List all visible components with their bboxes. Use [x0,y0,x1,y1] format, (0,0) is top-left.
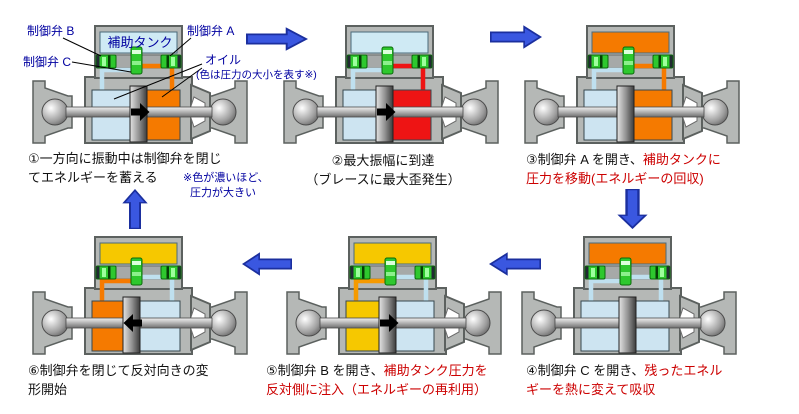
left-ball-joint [530,309,558,337]
oil-color-note-label: (色は圧力の大小を表す※) [196,69,317,81]
caption-step-6: ⑥制御弁を閉じて反対向きの変 形開始 [28,361,268,399]
machine-step-3 [524,24,740,146]
valve-c-label: 制御弁 C [23,55,72,69]
piston-motion-arrow-right [131,103,150,121]
piston-motion-arrow-right [377,103,396,121]
control-valve-a [652,54,674,69]
left-pipe [99,278,132,303]
control-valve-c [619,257,632,286]
left-ball-joint [41,98,69,126]
caption-step-4-black: ④制御弁 C を開き、 [526,363,645,378]
control-valve-c [622,46,635,75]
caption-step-2: ②最大振幅に到達 （ブレースに最大歪発生） [283,151,483,189]
piston-motion-arrow-right [380,314,399,332]
caption-step-5: ⑤制御弁 B を開き、補助タンク圧力を 反対側に注入（エネルギーの再利用） [266,361,516,399]
piston-group [375,85,396,143]
piston-group [378,296,399,354]
control-valve-c [381,46,394,75]
valve-b-label: 制御弁 B [27,24,75,38]
machine-step-2 [283,24,499,146]
right-ball-joint [698,309,726,337]
caption-step-3-black: ③制御弁 A を開き、 [526,152,643,167]
piston [616,85,635,143]
control-valve-c [130,257,143,286]
color-depth-note-line-2: 圧力が大きい [190,187,256,199]
left-ball-joint [292,98,320,126]
caption-step-5-red-1: 補助タンク圧力を [383,363,488,378]
control-valve-c [384,257,397,286]
control-valve-a [160,54,182,69]
caption-step-3-red-1: 補助タンクに [642,152,721,167]
control-valve-b [95,265,117,280]
left-ball-joint [533,98,561,126]
control-valve-a [414,265,436,280]
caption-step-4-red-2: ギーを熱に変えて吸収 [526,382,656,397]
piston [618,296,637,354]
right-ball-joint [209,309,237,337]
caption-step-3-red-2: 圧力を移動(エネルギーの回収) [526,171,704,186]
control-valve-b [587,54,609,69]
oil-label: オイル [205,53,242,67]
left-pipe [591,67,624,92]
caption-step-1: ①一方向に振動中は制御弁を閉じ てエネルギーを蓄える [28,149,260,187]
caption-step-4: ④制御弁 C を開き、残ったエネル ギーを熱に変えて吸収 [526,361,792,399]
caption-step-2-line-1: ②最大振幅に到達 [331,153,435,168]
valve-a-label: 制御弁 A [187,24,235,38]
control-valve-a [411,54,433,69]
control-valve-b [584,265,606,280]
control-valve-a [160,265,182,280]
flow-arrow-5-to-6 [242,252,292,276]
caption-step-6-line-2: 形開始 [28,382,68,397]
flow-arrow-2-to-3 [490,25,542,49]
caption-step-2-line-2: （ブレースに最大歪発生） [305,172,461,187]
right-ball-joint [209,98,237,126]
control-valve-b [95,54,117,69]
piston-group [616,85,635,143]
left-pipe [588,278,621,303]
control-valve-a [649,265,671,280]
caption-step-1-line-2: てエネルギーを蓄える [28,170,158,185]
machine-step-4 [521,235,737,357]
piston-group [618,296,637,354]
flow-arrow-3-to-4 [617,189,648,229]
flow-arrow-4-to-5 [489,252,541,276]
machine-step-6 [32,235,248,357]
color-depth-note-line-1: ※色が濃いほど、 [183,172,269,184]
control-valve-b [349,265,371,280]
aux-tank-label: 補助タンク [107,35,173,50]
right-ball-joint [701,98,729,126]
left-pipe [353,278,386,303]
caption-step-4-red-1: 残ったエネル [644,363,723,378]
piston-group [129,85,150,143]
right-ball-joint [463,309,491,337]
color-depth-note: ※色が濃いほど、 圧力が大きい [183,171,269,201]
control-valve-c [130,46,143,75]
control-valve-b [346,54,368,69]
caption-step-6-line-1: ⑥制御弁を閉じて反対向きの変 [28,363,209,378]
left-pipe [350,67,383,92]
caption-step-3: ③制御弁 A を開き、補助タンクに 圧力を移動(エネルギーの回収) [526,150,792,188]
caption-step-5-red-2: 反対側に注入（エネルギーの再利用） [266,382,488,397]
left-ball-joint [41,309,69,337]
left-ball-joint [295,309,323,337]
piston-group [122,296,142,354]
caption-step-5-black: ⑤制御弁 B を開き、 [266,363,384,378]
caption-step-1-line-1: ①一方向に振動中は制御弁を閉じ [28,151,222,166]
right-ball-joint [460,98,488,126]
flow-arrow-1-to-2 [246,27,308,51]
flow-arrow-6-to-1 [122,189,148,229]
machine-step-5 [286,235,502,357]
piston-motion-arrow-left [123,314,142,332]
